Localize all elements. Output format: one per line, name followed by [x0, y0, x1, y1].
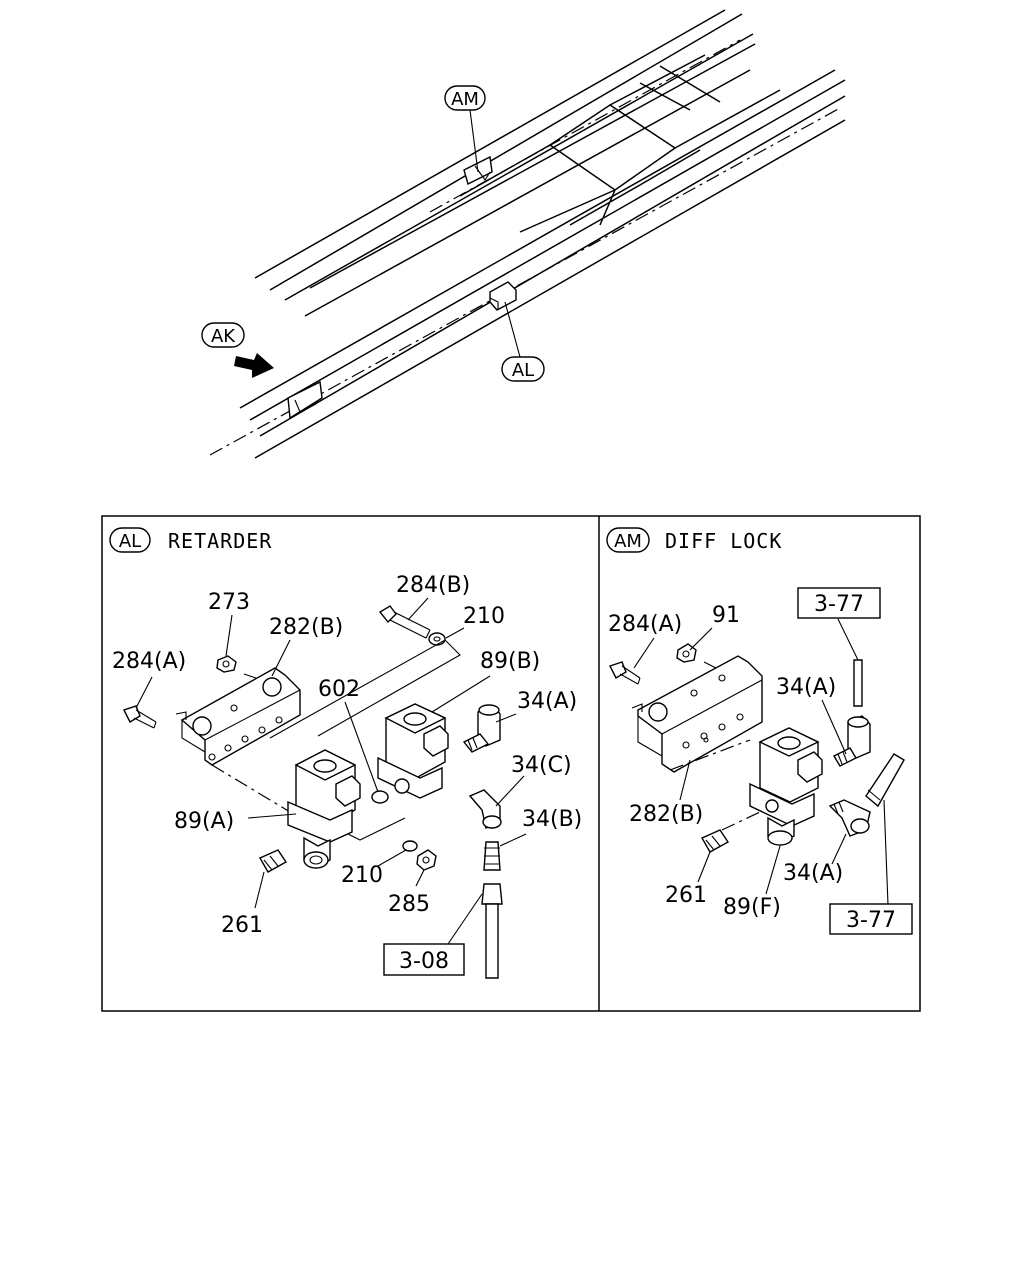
label-282b: 282(B) — [269, 615, 343, 640]
label-34c: 34(C) — [511, 753, 572, 778]
callout-ak: AK — [201, 322, 245, 348]
svg-text:AM: AM — [451, 89, 479, 110]
frame-rail-left-edge — [269, 13, 743, 291]
svg-text:3-77: 3-77 — [846, 908, 896, 933]
label-261: 261 — [221, 913, 263, 938]
frame-rail-left-top — [254, 9, 726, 279]
retarder-title: RETARDER — [168, 529, 272, 553]
front-bracket — [287, 380, 323, 420]
frame-rail-right-top — [239, 69, 836, 409]
elbow-34a-bottom — [828, 799, 871, 837]
diff-lock-tag — [606, 527, 650, 553]
direction-arrow-icon — [234, 353, 274, 378]
fitting-34a-top — [833, 715, 871, 767]
retarder-tag — [109, 527, 151, 553]
retarder-valve-location — [489, 281, 517, 311]
bolt-284a — [123, 705, 157, 729]
label-91: 91 — [712, 603, 740, 628]
ref-box-3-77-bottom — [829, 903, 913, 935]
fitting-34b — [483, 841, 501, 871]
svg-text:AM: AM — [614, 531, 642, 552]
valve-89b — [377, 703, 449, 799]
ref-box-3-08 — [383, 943, 465, 976]
washer-210-bottom — [402, 840, 418, 852]
label-89f: 89(F) — [723, 895, 781, 920]
label-282b: 282(B) — [629, 802, 703, 827]
ref-box-3-77-top — [797, 587, 881, 619]
label-285: 285 — [388, 892, 430, 917]
elbow-34c — [468, 789, 502, 829]
bracket-282b — [180, 667, 301, 766]
label-261: 261 — [665, 883, 707, 908]
nut-273 — [216, 655, 257, 679]
pipe-3-08 — [481, 883, 503, 979]
label-284a: 284(A) — [112, 649, 186, 674]
washer-210-top — [428, 632, 446, 646]
diff-lock-title: DIFF LOCK — [665, 529, 782, 553]
detail-panels-frame — [101, 515, 921, 1012]
label-602: 602 — [318, 677, 360, 702]
label-34a: 34(A) — [517, 689, 577, 714]
label-34a-bottom: 34(A) — [783, 861, 843, 886]
fitting-34a — [462, 704, 501, 753]
pipe-3-77-top — [853, 659, 863, 707]
nut-285 — [416, 849, 437, 871]
callout-am: AM — [444, 85, 486, 173]
cross-member — [548, 104, 677, 191]
callout-al: AL — [501, 301, 545, 382]
label-34a-top: 34(A) — [776, 675, 836, 700]
retarder-panel: AL RETARDER — [109, 527, 582, 979]
label-210-bottom: 210 — [341, 863, 383, 888]
diff-lock-panel: AM DIFF LOCK — [606, 527, 913, 935]
svg-text:3-77: 3-77 — [814, 592, 864, 617]
o-ring-602 — [371, 790, 389, 804]
nut-91 — [676, 643, 717, 669]
label-89a: 89(A) — [174, 809, 234, 834]
pipe-3-77-bottom — [865, 753, 905, 808]
bolt-284b — [378, 605, 431, 639]
label-284b: 284(B) — [396, 573, 470, 598]
svg-text:3-08: 3-08 — [399, 949, 449, 974]
svg-text:AK: AK — [211, 326, 236, 347]
label-89b: 89(B) — [480, 649, 540, 674]
valve-89f — [749, 727, 823, 846]
label-34b: 34(B) — [522, 807, 582, 832]
label-273: 273 — [208, 590, 250, 615]
frame-rail-right-bottom — [254, 119, 846, 459]
plug-261 — [701, 829, 730, 853]
bracket-282b — [637, 655, 763, 773]
svg-text:AL: AL — [512, 360, 534, 381]
stud — [175, 711, 187, 720]
label-284a: 284(A) — [608, 612, 682, 637]
svg-text:AL: AL — [119, 531, 141, 552]
valve-89a — [287, 749, 361, 869]
bolt-284a — [609, 661, 641, 685]
plug-261 — [259, 849, 288, 873]
chassis-frame-overview — [209, 9, 846, 459]
label-210-top: 210 — [463, 604, 505, 629]
